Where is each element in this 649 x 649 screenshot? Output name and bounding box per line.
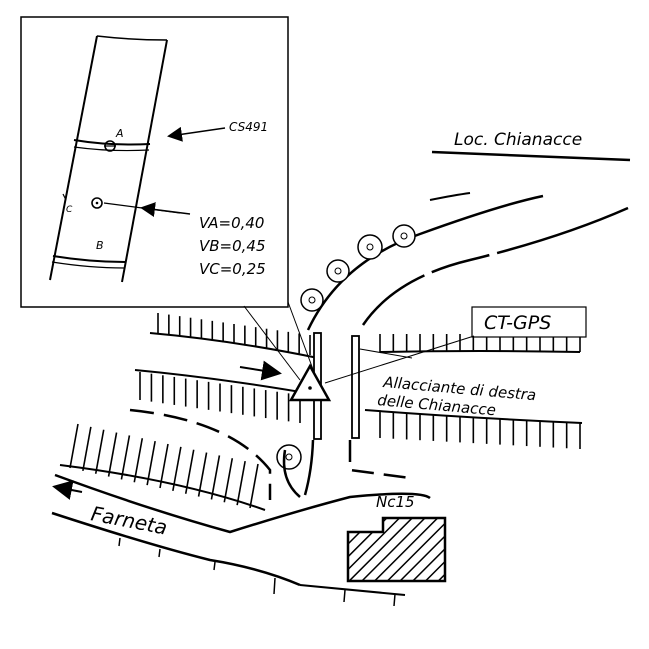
hatch-tick [120, 435, 131, 480]
inset-leader-line-2 [287, 301, 315, 373]
inset-point-b-label: B [96, 239, 104, 252]
bank-line-upper-right [379, 350, 581, 353]
triangle-benchmark-icon [288, 363, 332, 402]
inset-cs491-arrow [167, 126, 226, 142]
road-upper-inner-edge [361, 206, 629, 326]
tree-icon [276, 444, 302, 470]
bank-line-lower-left [59, 464, 266, 511]
hatched-building-icon [346, 516, 447, 583]
hatch-tick [210, 455, 221, 500]
inset-crossing-a [73, 139, 151, 146]
hatch-tick [249, 463, 259, 509]
road-right-lower-dashed [348, 440, 411, 480]
inset-cs491-label: CS491 [229, 120, 268, 134]
flow-arrow [239, 360, 282, 381]
hatch-tick [223, 458, 234, 503]
locality-underline [431, 150, 631, 162]
field-boundary-bottom [299, 584, 406, 596]
inset-leader-line-1 [243, 305, 301, 381]
hatch-tick [82, 426, 92, 472]
hatch-tick [69, 423, 79, 469]
tree-icon [392, 224, 416, 248]
station-leader-line [324, 335, 475, 384]
tree-icon [326, 259, 350, 283]
field-boundary-ticks [118, 537, 396, 607]
direction-arrow-icon [52, 480, 83, 500]
bank-line-upper-left [149, 332, 319, 359]
road-curve-left-edge [282, 449, 301, 498]
hatch-tick [236, 460, 246, 506]
bank-line-dashed-left [129, 408, 272, 500]
tree-icon [300, 288, 324, 312]
road-lower-lower-edge [51, 511, 301, 587]
detail-inset: A C B CS491 VA=0,40 VB=0,45 VC=0,25 [20, 16, 289, 308]
hatch-tick [197, 452, 208, 497]
bank-line-lower-right [364, 409, 583, 424]
station-label-box: CT-GPS [471, 306, 587, 338]
direction-label: Farneta [89, 501, 169, 539]
road-upper-short-edge [429, 192, 471, 201]
building-id-label: Nc15 [376, 493, 415, 511]
inset-point-v-marker [91, 197, 103, 209]
inset-crossing-b [52, 255, 126, 263]
inset-road-right-edge [121, 39, 168, 283]
inset-value-vb: VB=0,45 [199, 237, 266, 255]
road-curve-right-edge [303, 439, 315, 496]
tree-row [276, 224, 416, 470]
road-upper-outer-edge [306, 194, 544, 331]
inset-value-va: VA=0,40 [199, 214, 264, 232]
inset-crossing-b2 [51, 261, 125, 269]
inset-point-c-label: C [66, 205, 73, 215]
locality-label: Loc. Chianacce [454, 130, 582, 150]
station-label: CT-GPS [484, 312, 551, 334]
hatch-tick [94, 429, 105, 474]
inset-value-vc: VC=0,25 [199, 260, 266, 278]
bridge-post-right [351, 335, 360, 439]
inset-road-left-edge [49, 35, 98, 281]
hatch-tick [107, 432, 118, 477]
inset-road-top-edge [96, 35, 168, 41]
hatch-tick [133, 438, 144, 483]
hatch-tick [146, 440, 156, 486]
tree-icon [357, 234, 383, 260]
road-lower-upper-edge [54, 473, 431, 534]
inset-point-a-label: A [115, 127, 124, 140]
